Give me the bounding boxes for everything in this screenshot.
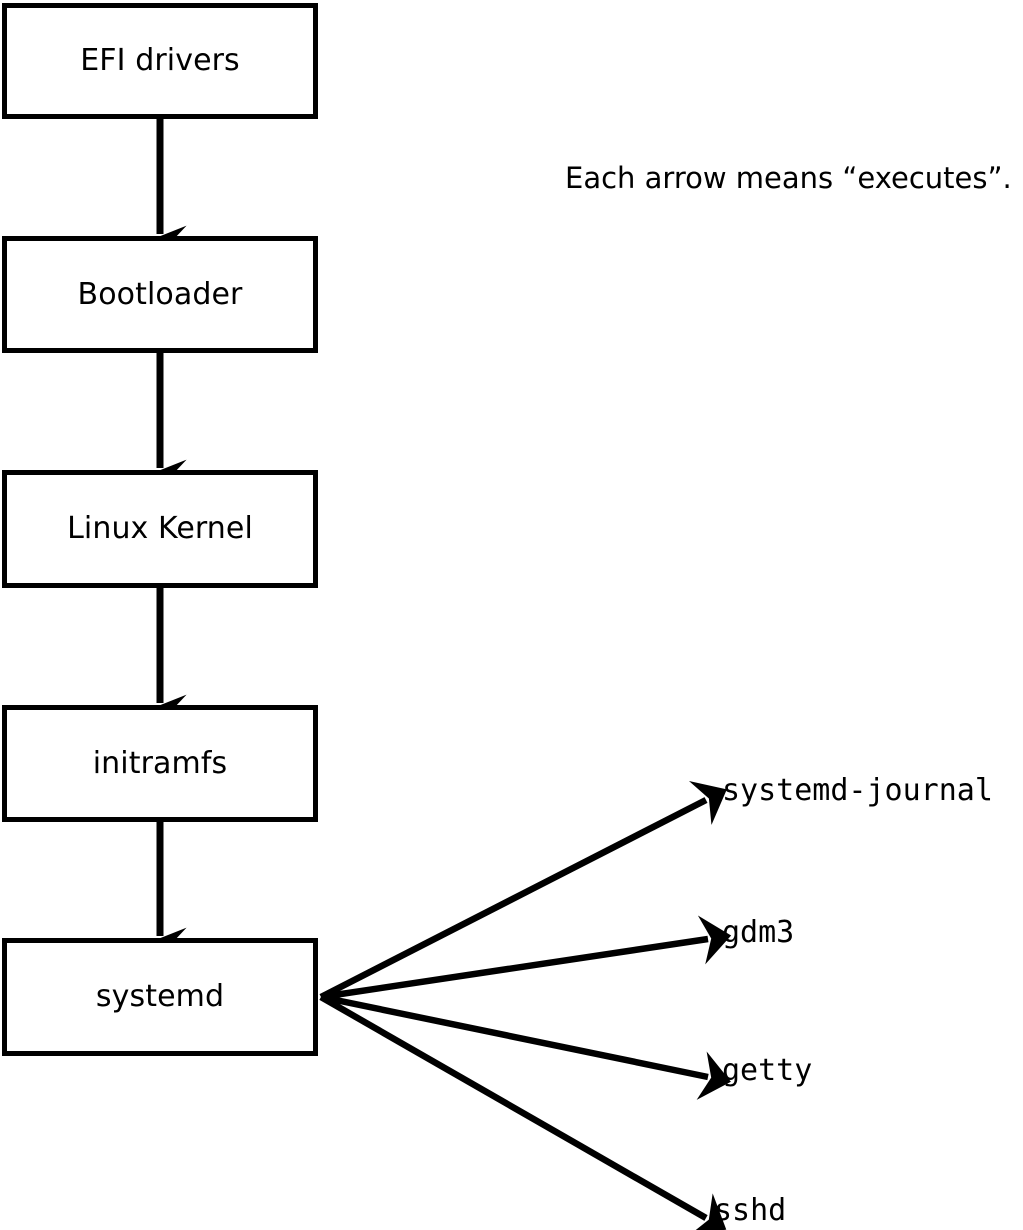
stage-box-bootloader: Bootloader [2, 236, 318, 353]
stage-box-linux-kernel: Linux Kernel [2, 470, 318, 588]
process-label-getty: getty [722, 1053, 813, 1088]
process-label-sshd: sshd [714, 1193, 787, 1228]
stage-box-systemd: systemd [2, 938, 318, 1056]
stage-box-initramfs: initramfs [2, 705, 318, 822]
stage-box-label: Bootloader [77, 276, 243, 312]
fanout-arrow-sshd [319, 994, 727, 1230]
process-label-gdm3: gdm3 [722, 915, 795, 950]
stage-box-label: EFI drivers [80, 43, 240, 78]
fanout-arrow-getty [320, 993, 731, 1100]
fanout-arrow-group [319, 780, 732, 1230]
stage-box-label: systemd [95, 979, 225, 1014]
stage-box-label: Linux Kernel [67, 511, 253, 546]
stage-box-efi-drivers: EFI drivers [2, 3, 318, 119]
fanout-arrow-systemd-journal [319, 780, 727, 1000]
fanout-arrow-gdm3 [320, 915, 732, 1001]
stage-box-label: initramfs [92, 745, 228, 781]
process-label-systemd-journal: systemd-journal [722, 773, 993, 808]
diagram-caption: Each arrow means “executes”. [565, 161, 1012, 195]
